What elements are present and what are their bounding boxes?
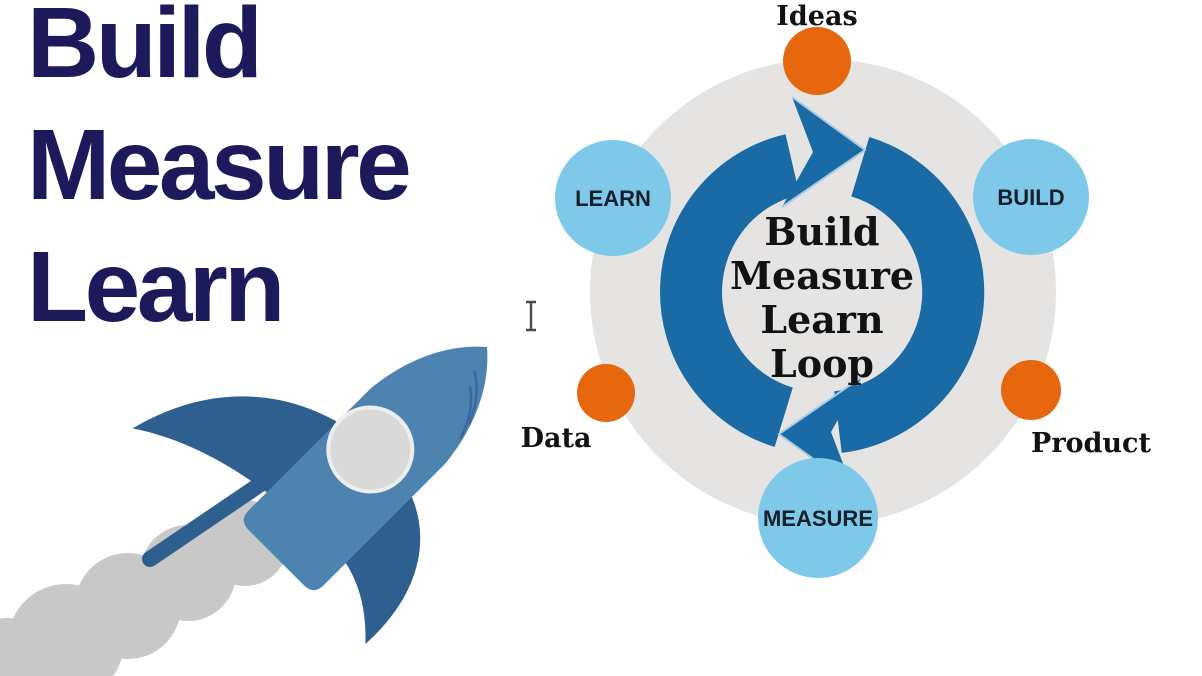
loop-arrowheads [779,97,865,487]
artifact-label-product: Product [1031,428,1151,459]
loop-arrowhead-bottom [779,377,862,487]
rocket-panel-lines [459,370,478,440]
inner-disc [721,191,923,393]
headline-line: Measure [27,109,412,221]
stage-circles [555,139,1089,578]
center-title-line-2: Measure [730,253,914,298]
artifact-label-ideas: Ideas [776,1,857,32]
loop-arrowhead-top [782,97,865,207]
loop-ring [660,134,985,453]
stage-label-build: BUILD [997,185,1064,210]
arrow-edge-highlight-top [781,96,867,208]
artifact-circle-product [1001,360,1061,420]
center-title-line-3: Learn [760,297,883,342]
center-title-line-1: Build [764,209,879,254]
smoke-puff [0,618,68,676]
artifact-circle-data [577,364,635,422]
rocket-fins [132,396,421,644]
artifact-circle-ideas [783,27,851,95]
text-cursor [526,299,536,333]
rocket-window [326,405,415,494]
stage-label-measure: MEASURE [763,506,873,531]
artifact-circles [577,27,1061,422]
bml-loop-diagram: Build Measure Learn Loop LEARN BUILD MEA… [521,1,1152,578]
rocket-illustration [0,346,488,676]
headline-line: Learn [27,231,285,343]
ibeam-glyph [526,300,536,332]
center-title: Build Measure Learn Loop [730,209,914,386]
stage-circle-learn [555,140,671,256]
loop-ring-arc-left [660,134,801,447]
center-title-line-4: Loop [770,341,874,386]
loop-ring-arc-right [833,137,985,453]
rocket-right-fin [344,494,421,644]
rocket-left-fin [132,396,340,495]
headline: Build Measure Learn [27,0,412,348]
stage-label-learn: LEARN [575,186,651,211]
headline-line: Build [27,0,263,99]
stage-circle-measure [758,458,878,578]
rocket-nozzle-stripe [142,473,273,567]
stage-circle-build [973,139,1089,255]
artifact-label-data: Data [521,423,592,454]
